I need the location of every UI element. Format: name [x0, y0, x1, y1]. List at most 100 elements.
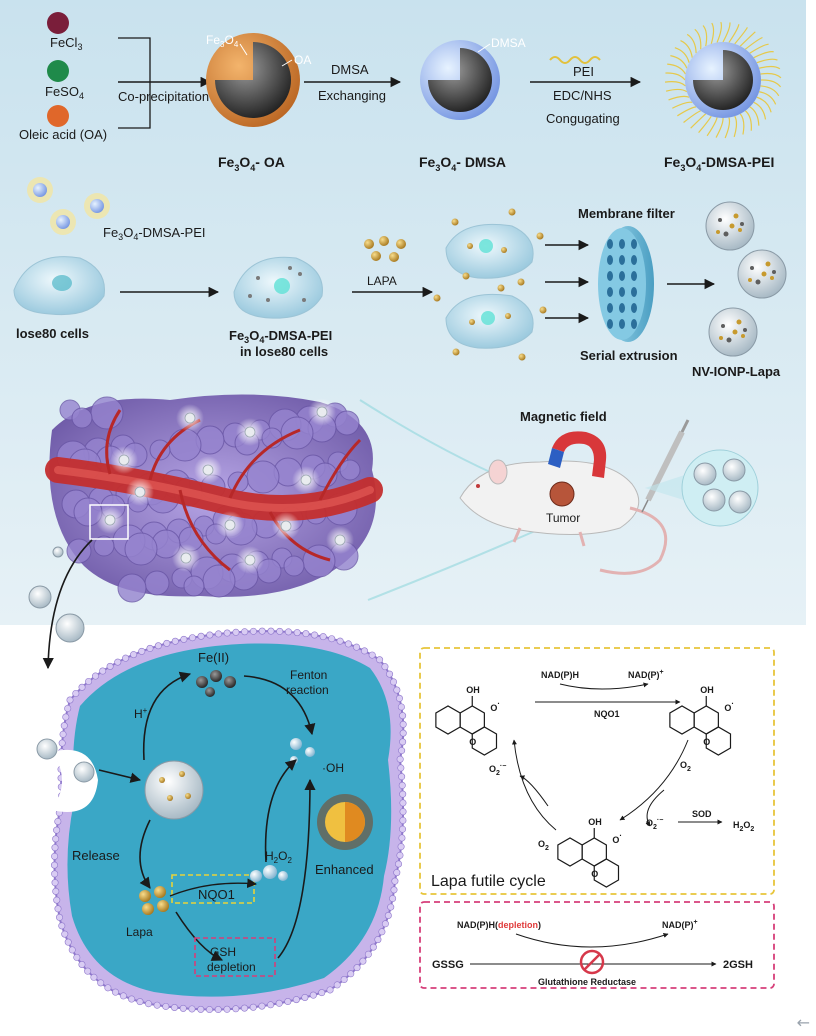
tumor-cell	[144, 570, 170, 596]
membrane-filter-disc	[598, 226, 654, 342]
2gsh-label: 2GSH	[723, 959, 753, 971]
lipid-head	[393, 869, 401, 877]
lipid-head	[397, 764, 405, 772]
lipid-head	[328, 635, 336, 643]
coprecipitation-label: Co-precipitation	[118, 89, 209, 104]
lipid-head	[104, 984, 112, 992]
small-pei-particles	[27, 177, 110, 235]
ring-bond	[471, 726, 498, 756]
lipid-head	[302, 630, 310, 638]
ring-oxygen-label: O	[469, 737, 476, 747]
lose80-cells-label: lose80 cells	[16, 326, 89, 341]
pei-np-label: Fe3O4-DMSA-PEI	[103, 225, 206, 242]
lipid-head	[336, 637, 344, 645]
filter-pore	[631, 319, 637, 329]
zoom-vesicle	[728, 490, 752, 514]
tumor-cell	[246, 460, 280, 494]
filter-pore	[619, 319, 625, 329]
syringe-zoom-vesicles	[693, 458, 752, 514]
pei-strand	[749, 106, 760, 126]
pei-strand	[706, 117, 718, 137]
lipid-head	[381, 920, 389, 928]
lipid-head	[319, 633, 327, 641]
tumor-cell	[71, 407, 93, 429]
lipid-head	[387, 903, 395, 911]
gsh-panel: NAD(P)H(depletion) NAD(P)+ GSSG 2GSH Glu…	[419, 901, 775, 989]
gsh-cofactor-arrow	[515, 933, 669, 948]
lipid-head	[85, 677, 93, 685]
lipid-head	[72, 689, 80, 697]
lipid-head	[214, 1006, 222, 1014]
accumulated-vesicle	[184, 412, 196, 424]
pei-strand	[667, 63, 686, 75]
gsh-panel-border	[419, 901, 775, 989]
cycle-h2o2-label: H2O2	[733, 820, 754, 833]
precursor-bracket	[118, 37, 151, 129]
lipid-head	[368, 651, 376, 659]
lipid-head	[399, 825, 407, 833]
lipid-head	[378, 928, 386, 936]
lipid-head	[340, 976, 348, 984]
pei-strand	[749, 43, 769, 54]
lipid-head	[318, 989, 326, 997]
vesicle-lapa-particles	[159, 771, 191, 801]
vesicle-particle	[721, 324, 725, 328]
lipid-head	[399, 729, 407, 737]
o-radical-label: O	[612, 835, 619, 845]
cycle-superoxide-left: O2·−	[489, 763, 506, 777]
lipid-head	[188, 634, 196, 642]
pei-strand	[677, 106, 697, 117]
hydroxyl-radical-bubbles	[290, 738, 315, 764]
accumulated-vesicle	[280, 520, 292, 532]
lipid-head	[398, 781, 406, 789]
lipid-head	[390, 886, 398, 894]
cycle-o2-left: O2	[538, 839, 549, 852]
fe3o4-dmsa-core	[428, 48, 492, 112]
cycle-superoxide-arrow	[645, 789, 665, 827]
filter-pore	[619, 239, 625, 249]
pei-strand	[744, 36, 763, 50]
ring-oxygen-label: O	[591, 869, 598, 879]
lipid-head	[60, 722, 68, 730]
lapa-particles	[139, 886, 169, 915]
lipid-head	[64, 704, 72, 712]
lipid-head	[258, 627, 266, 635]
ring-bond	[593, 858, 620, 888]
lipid-head	[61, 930, 69, 938]
accumulated-vesicle	[244, 426, 256, 438]
fe3o4-core-callout: Fe3O4	[206, 33, 239, 49]
lipid-head	[360, 647, 368, 655]
lipid-head	[84, 967, 92, 975]
iron-release-arrow	[142, 671, 192, 761]
cycle-oxidation-arrow-2	[511, 739, 557, 831]
lipid-head	[376, 656, 384, 664]
lipid-head	[52, 887, 60, 895]
lipid-head	[386, 670, 394, 678]
lipid-head	[179, 1004, 187, 1012]
filter-pore	[607, 303, 613, 313]
filter-pore	[619, 287, 625, 297]
cycle-oxidation-arrow-1	[619, 739, 689, 821]
blood-vessel-highlight	[54, 466, 374, 512]
pei-strand	[710, 22, 715, 45]
lipid-head	[399, 799, 407, 807]
loaded-cell-nucleus	[274, 278, 290, 294]
pei-strand	[728, 24, 740, 43]
h2o2-mech-label: H2O2	[265, 849, 292, 865]
oa-callout: OA	[294, 53, 311, 67]
intracellular-vesicle	[144, 760, 204, 820]
zoom-vesicle	[693, 462, 717, 486]
lipid-head	[393, 686, 401, 694]
tumor-label: Tumor	[546, 511, 580, 525]
gsh-nadph-label: NAD(P)H(depletion)	[457, 920, 541, 930]
cycle-nadph-label: NAD(P)H	[541, 670, 579, 680]
oa-callout-line	[281, 59, 293, 67]
lipid-head	[91, 672, 99, 680]
pei-strand	[683, 110, 701, 123]
fe3o4-dmsa-label: Fe3O4- DMSA	[419, 154, 506, 173]
back-arrow-icon[interactable]: ←	[796, 1013, 810, 1032]
pei-label: PEI	[573, 64, 594, 79]
pei-strand	[760, 85, 780, 97]
lipid-head	[58, 739, 66, 747]
vesicle-particle	[761, 271, 767, 277]
